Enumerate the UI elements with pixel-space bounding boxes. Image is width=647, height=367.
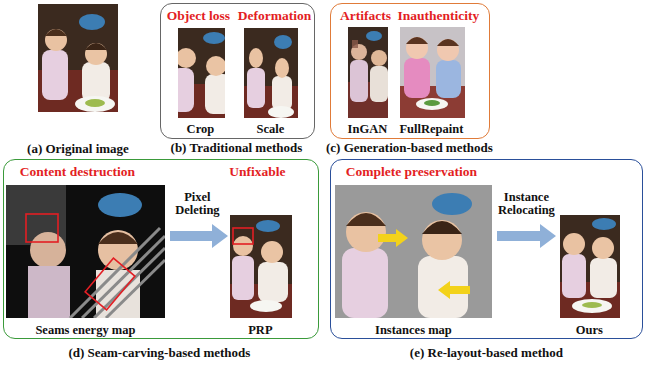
- image-label: Instance Relocating: [485, 191, 567, 219]
- image-label: Scale: [257, 123, 285, 137]
- process-arrow: [170, 224, 228, 248]
- issue-label: Complete preservation: [346, 165, 477, 180]
- issue-label: Content destruction: [20, 165, 135, 180]
- prp-photo: [230, 215, 292, 318]
- image-label: FullRepaint: [399, 123, 463, 137]
- scale-photo: [244, 28, 298, 118]
- image-label: Pixel Deleting: [166, 191, 228, 219]
- image-label: Instances map: [375, 324, 452, 338]
- method-group-box: Content destruction UnfixablePixel Deleti…: [3, 159, 319, 339]
- instances-map: [335, 185, 492, 318]
- process-arrow: [497, 224, 556, 248]
- original-photo: [38, 4, 118, 112]
- panel-caption: (e) Re-layout-based method: [410, 346, 563, 360]
- image-label: Seams energy map: [35, 324, 135, 338]
- method-group-box: ArtifactsInauthenticityInGANFullRepaint(…: [330, 3, 490, 139]
- seams-energy-map: [6, 185, 165, 318]
- panel-caption: (a) Original image: [27, 142, 129, 156]
- ingan-photo: [348, 27, 388, 118]
- image-label: InGAN: [348, 123, 388, 137]
- image-label: PRP: [248, 324, 272, 338]
- panel-caption: (c) Generation-based methods: [326, 141, 493, 155]
- method-group-box: Object lossDeformationCropScale(b) Tradi…: [160, 3, 315, 139]
- image-label: Crop: [187, 123, 215, 137]
- fullrepaint-photo: [400, 27, 465, 118]
- method-group-box: Complete preservationInstance Relocating…: [330, 159, 643, 339]
- issue-label: Unfixable: [229, 165, 285, 180]
- ours-photo: [560, 215, 620, 318]
- issue-label: Inauthenticity: [398, 9, 480, 24]
- panel-caption: (b) Traditional methods: [171, 141, 303, 155]
- panel-caption: (d) Seam-carving-based methods: [68, 346, 250, 360]
- image-label: Ours: [576, 324, 603, 338]
- crop-photo: [178, 28, 225, 118]
- issue-label: Artifacts: [340, 9, 391, 24]
- issue-label: Deformation: [238, 9, 311, 24]
- issue-label: Object loss: [167, 9, 230, 24]
